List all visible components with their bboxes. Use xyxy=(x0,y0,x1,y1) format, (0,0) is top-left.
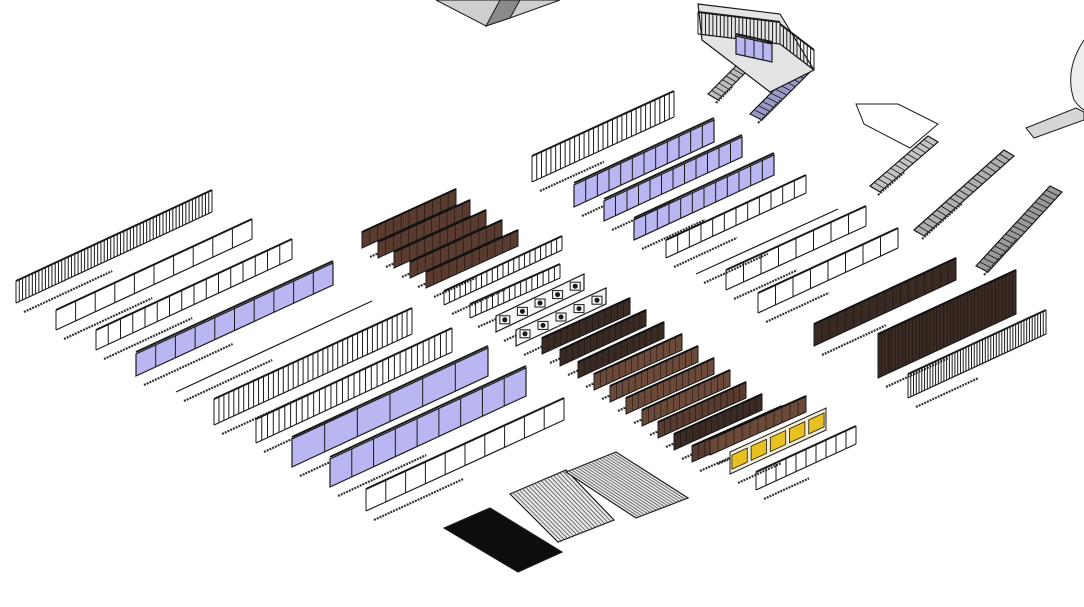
railing-balustrade-classic[interactable] xyxy=(531,90,675,193)
railing-timber-solid[interactable] xyxy=(593,333,683,401)
railing-cable[interactable] xyxy=(725,205,867,301)
railing-steel-mesh[interactable] xyxy=(443,235,563,315)
railing-glass-top-rail[interactable] xyxy=(329,365,527,497)
railing-pipe[interactable] xyxy=(55,218,253,340)
stair-straight-2[interactable] xyxy=(912,149,1016,240)
floor-grating-light-2[interactable] xyxy=(564,451,690,519)
railing-brick-wall[interactable] xyxy=(377,199,471,269)
floor-grating-black[interactable] xyxy=(442,507,564,573)
stair-u-shaped-landing[interactable] xyxy=(697,3,815,93)
railing-x-brace[interactable] xyxy=(95,238,293,360)
stair-straight-3[interactable] xyxy=(975,185,1063,276)
stair-straight-1[interactable] xyxy=(868,135,940,196)
railing-yellow-panel[interactable] xyxy=(729,407,827,484)
railing-pipe-posts[interactable] xyxy=(665,174,807,268)
railing-steel-mesh[interactable] xyxy=(755,425,857,500)
sphere-object[interactable] xyxy=(1025,39,1084,139)
railing-horizontal-bars[interactable] xyxy=(15,189,213,313)
railing-glass-panel[interactable] xyxy=(135,260,334,386)
building-mass[interactable] xyxy=(435,0,561,27)
railing-perforated[interactable] xyxy=(877,269,1017,388)
railing-balusters-dark[interactable] xyxy=(255,327,453,453)
railing-steel-mesh[interactable] xyxy=(907,309,1047,408)
railing-wall-mounted[interactable] xyxy=(695,208,839,285)
floor-grating-light[interactable] xyxy=(508,469,616,543)
railing-brick-wall[interactable] xyxy=(361,188,457,259)
railing-timber-solid[interactable] xyxy=(657,381,747,449)
railing-handrail-only[interactable] xyxy=(175,300,373,402)
railing-timber-solid[interactable] xyxy=(625,357,715,425)
railing-perforated[interactable] xyxy=(813,257,957,356)
railing-timber-solid[interactable] xyxy=(541,297,631,365)
railing-glass-stair[interactable] xyxy=(633,152,775,250)
railing-timber-solid[interactable] xyxy=(609,345,699,413)
railing-ornamental-panel[interactable] xyxy=(495,273,585,342)
railing-pipe-posts[interactable] xyxy=(365,397,565,521)
railing-cable[interactable] xyxy=(757,227,899,323)
railing-timber-solid[interactable] xyxy=(673,393,763,461)
stair-straight-landing[interactable] xyxy=(855,103,939,149)
